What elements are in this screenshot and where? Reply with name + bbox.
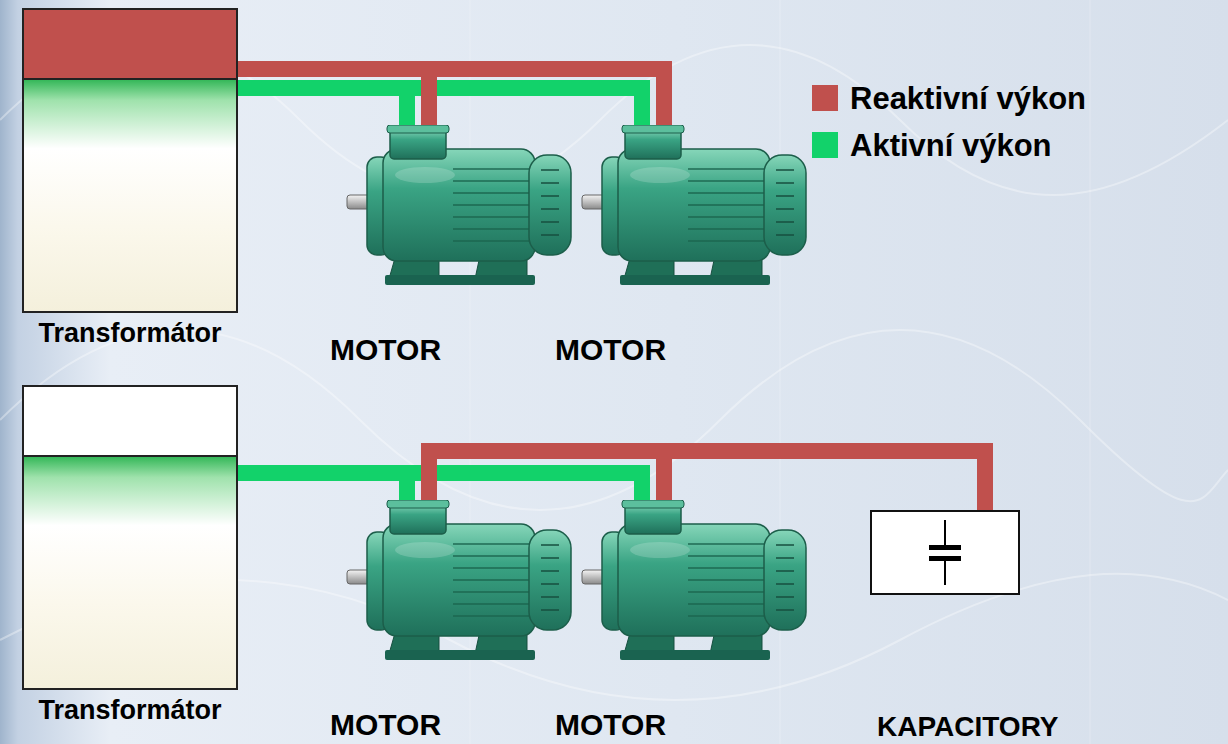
power-bar	[429, 451, 985, 510]
node-label: Transformátor	[38, 317, 221, 349]
node-text: KAPACITORY	[877, 710, 1059, 744]
node-label: KAPACITORY	[877, 710, 1059, 744]
transformer-box: Transformátor	[22, 8, 238, 313]
legend-text: Reaktivní výkon	[850, 83, 1086, 114]
power-bar	[238, 88, 642, 125]
grid-line	[1090, 0, 1091, 744]
transformer-box: Transformátor	[22, 385, 238, 690]
power-bar	[238, 69, 664, 125]
node-text: MOTOR	[330, 332, 441, 368]
grid-line	[780, 0, 781, 744]
node-text: Transformátor	[38, 694, 221, 726]
transformer-band	[24, 387, 236, 457]
capacitor-box: KAPACITORY	[870, 510, 1020, 595]
motor-picture	[582, 125, 806, 285]
legend-text: Aktivní výkon	[850, 130, 1052, 161]
legend-row: Aktivní výkon	[812, 132, 1086, 158]
legend-swatch	[812, 132, 838, 158]
motor-picture	[582, 500, 806, 660]
node-text: Transformátor	[38, 317, 221, 349]
motor-node: MOTOR	[345, 125, 575, 300]
node-label: MOTOR	[330, 332, 441, 368]
power-bar	[664, 451, 985, 510]
motor-picture	[347, 500, 571, 660]
node-text: MOTOR	[555, 332, 666, 368]
motor-node: MOTOR	[580, 125, 810, 300]
node-text: MOTOR	[555, 707, 666, 743]
motor-node: MOTOR	[580, 500, 810, 675]
motor-node: MOTOR	[345, 500, 575, 675]
node-text: MOTOR	[330, 707, 441, 743]
power-bar	[238, 473, 642, 500]
capacitor-symbol	[929, 520, 961, 585]
transformer-band	[24, 10, 236, 80]
node-label: MOTOR	[555, 707, 666, 743]
node-label: MOTOR	[555, 332, 666, 368]
capacitor-box-ground	[870, 510, 1020, 595]
node-label: MOTOR	[330, 707, 441, 743]
legend-row: Reaktivní výkon	[812, 85, 1086, 111]
power-bar	[238, 69, 429, 125]
legend: Reaktivní výkonAktivní výkon	[812, 85, 1086, 179]
node-label: Transformátor	[38, 694, 221, 726]
motor-picture	[347, 125, 571, 285]
legend-swatch	[812, 85, 838, 111]
